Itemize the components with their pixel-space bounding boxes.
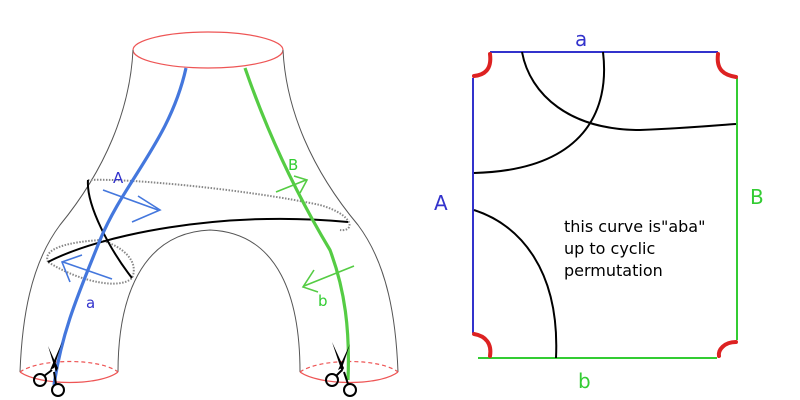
fundamental-square [472,51,738,359]
arrow-a [60,254,113,283]
dotted-back-loops [46,178,351,285]
outer-right-contour [282,49,399,373]
left-dotted-loop [46,238,135,285]
bottom-left-cuff-back [19,360,119,373]
square-bottom-label: b [578,369,591,393]
left-label-A: A [113,169,124,187]
square-right-label: B [750,185,764,209]
caption-line-2: up to cyclic [564,239,655,258]
crotch-arch [117,229,301,373]
square-top-label: a [575,27,587,51]
arrow-A [102,189,162,223]
arrow-B [275,175,309,194]
left-label-B: B [288,156,298,174]
pants-surface [19,31,399,384]
scissors-icon [33,342,65,397]
aba-curve-on-square [473,51,737,359]
curve-b [243,67,351,381]
left-label-a: a [86,294,95,312]
bottom-right-cuff-front [299,371,399,384]
square-left-label: A [434,191,448,215]
corner-arcs [472,52,738,358]
curve-front-long [47,217,349,263]
outer-left-contour [19,49,134,373]
left-label-b: b [318,292,328,310]
curve-front-left [86,179,133,279]
curve-a [52,67,188,386]
top-cuff [132,31,284,69]
arrow-b [301,265,355,293]
right-dotted-loop [87,178,351,232]
scissors-icon [325,342,357,397]
caption-line-3: permutation [564,261,663,280]
bottom-left-cuff-front [19,371,119,384]
aba-curve-on-pants [47,179,349,279]
caption-line-1: this curve is"aba" [564,217,705,236]
